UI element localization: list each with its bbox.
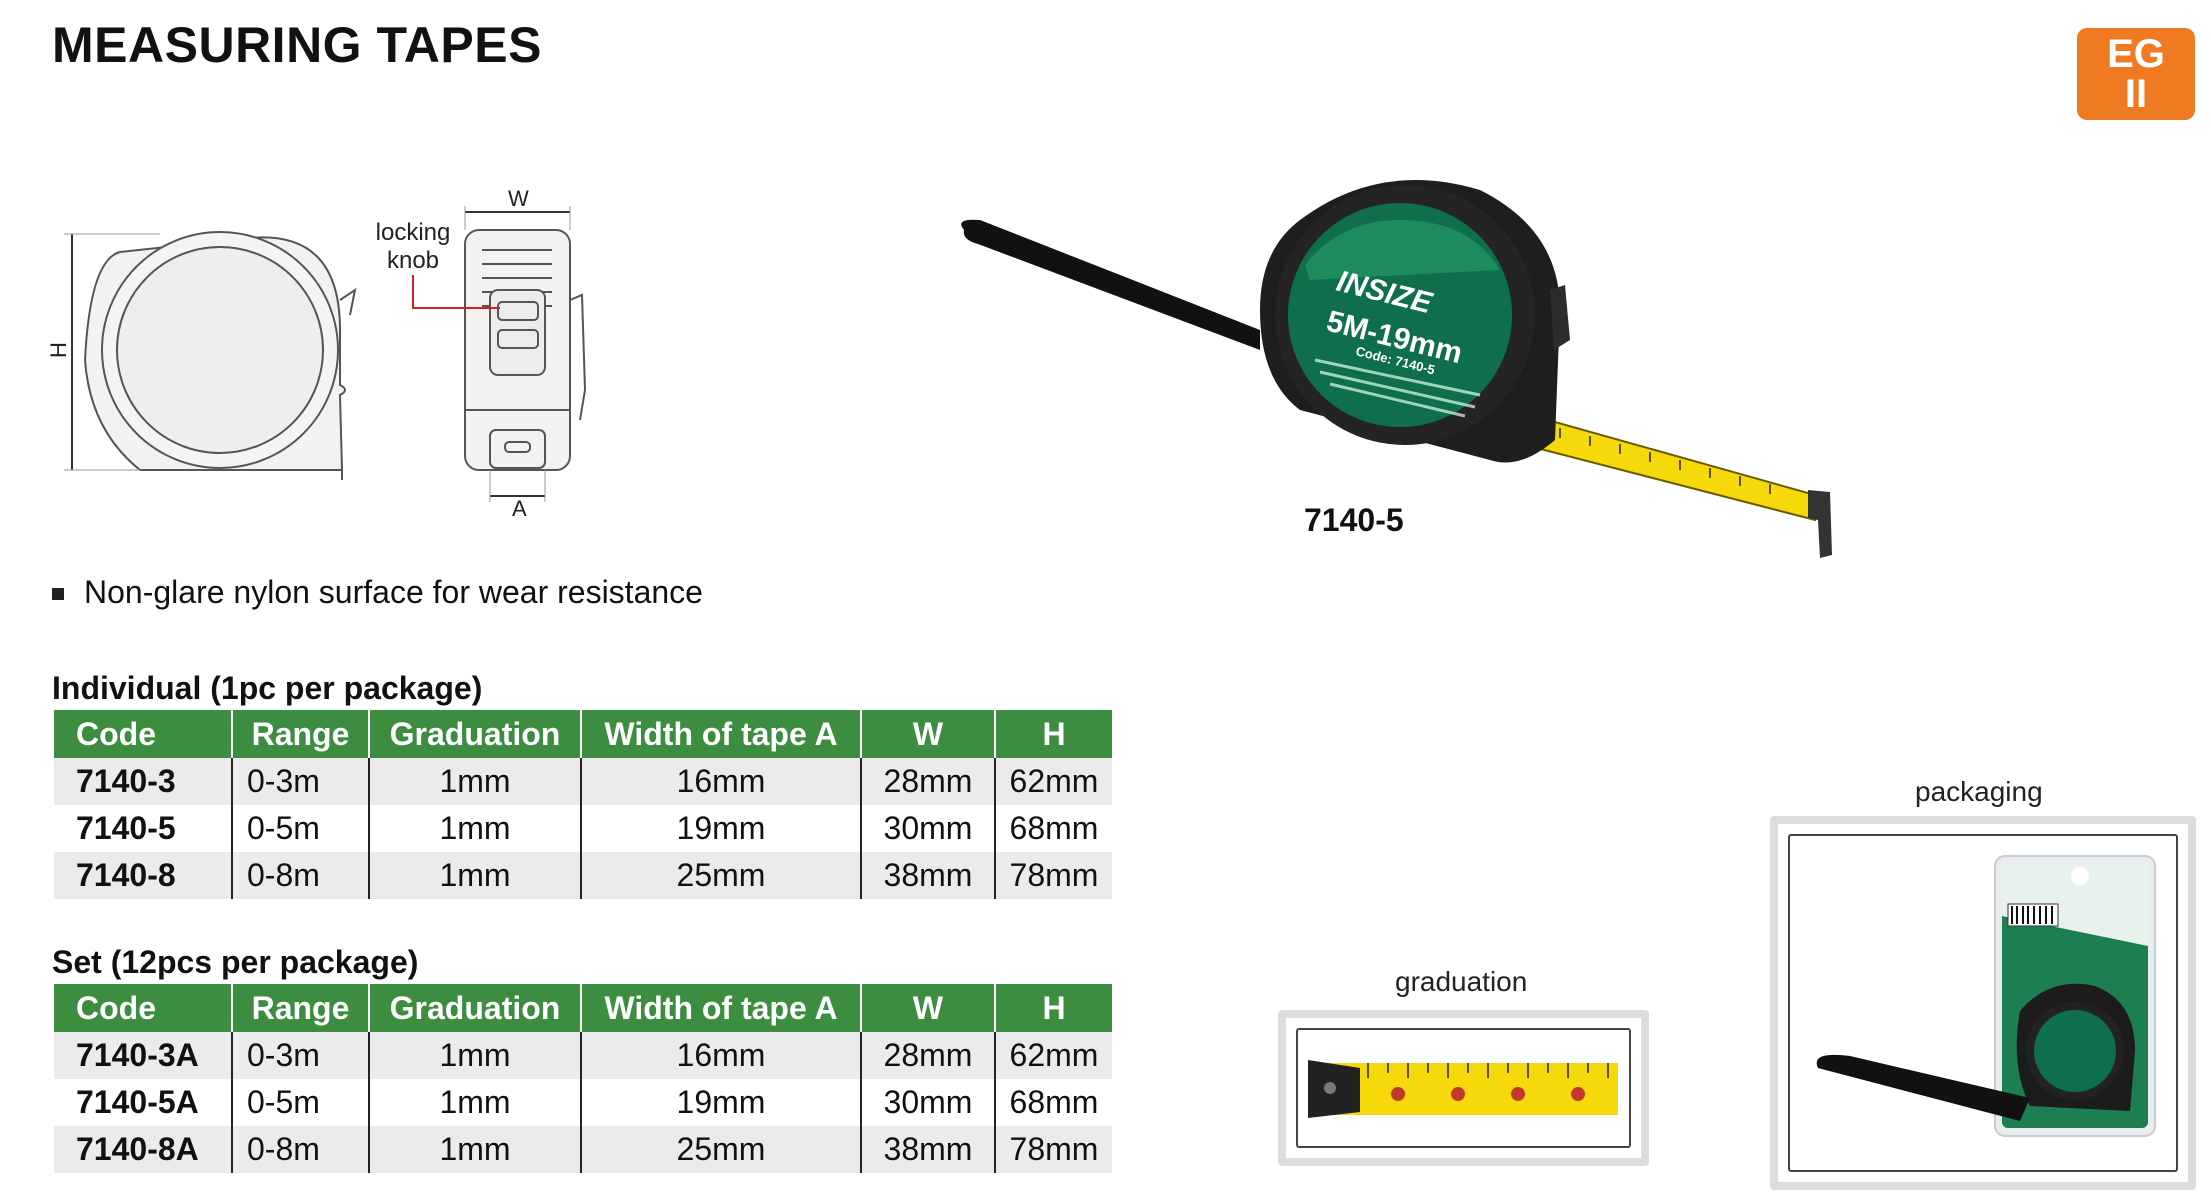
cell-code: 7140-3A (54, 1032, 232, 1079)
feature-text: Non-glare nylon surface for wear resista… (84, 574, 703, 610)
col-header-width-a: Width of tape A (580, 710, 861, 758)
set-spec-table: Code Range Graduation Width of tape A W … (54, 984, 1112, 1173)
cell-graduation: 1mm (368, 1126, 581, 1173)
graduation-panel (1278, 1010, 1649, 1166)
cell-w: 38mm (860, 852, 995, 899)
cell-code: 7140-5A (76, 1084, 199, 1120)
dim-a-label: A (512, 496, 527, 520)
cell-width-a: 25mm (580, 1126, 861, 1173)
table-header-row: Code Range Graduation Width of tape A W … (54, 710, 1112, 758)
table-header-row: Code Range Graduation Width of tape A W … (54, 984, 1112, 1032)
col-header-code: Code (54, 984, 232, 1032)
table-row: 7140-5 0-5m 1mm 19mm 30mm 68mm (54, 805, 1112, 852)
cell-w: 38mm (860, 1126, 995, 1173)
col-header-graduation: Graduation (368, 710, 581, 758)
cell-w: 30mm (860, 1079, 995, 1126)
table-row: 7140-8A 0-8m 1mm 25mm 38mm 78mm (54, 1126, 1112, 1173)
badge-line-1: EG (2107, 32, 2165, 76)
cell-graduation: 1mm (368, 758, 581, 805)
col-header-code: Code (54, 710, 232, 758)
badge-line-2: II (2124, 72, 2148, 116)
cell-width-a: 16mm (580, 758, 861, 805)
cell-range: 0-8m (231, 852, 369, 899)
dim-w-label: W (508, 186, 529, 211)
col-header-w: W (860, 984, 995, 1032)
col-header-w: W (860, 710, 995, 758)
col-header-range: Range (231, 984, 369, 1032)
cell-width-a: 25mm (580, 852, 861, 899)
table-row: 7140-5A 0-5m 1mm 19mm 30mm 68mm (54, 1079, 1112, 1126)
individual-spec-table: Code Range Graduation Width of tape A W … (54, 710, 1112, 899)
cell-graduation: 1mm (368, 852, 581, 899)
set-table-title: Set (12pcs per package) (52, 944, 419, 980)
table-row: 7140-3A 0-3m 1mm 16mm 28mm 62mm (54, 1032, 1112, 1079)
dim-h-label: H (50, 342, 71, 358)
product-image: INSIZE 5M-19mm Code: 7140-5 (961, 180, 1832, 558)
cell-range: 0-3m (231, 758, 369, 805)
dimension-diagram: W H A locking knob (50, 186, 587, 520)
col-header-width-a: Width of tape A (580, 984, 861, 1032)
cell-h: 62mm (994, 758, 1112, 805)
cell-code: 7140-5 (76, 810, 176, 846)
bullet-square-icon (52, 587, 64, 600)
graduation-tape-image (1308, 1060, 1618, 1118)
feature-bullet: Non-glare nylon surface for wear resista… (52, 574, 703, 611)
product-model-label: 7140-5 (1304, 502, 1404, 538)
cell-code: 7140-3 (54, 758, 232, 805)
cell-code: 7140-8 (54, 852, 232, 899)
cell-graduation: 1mm (368, 1032, 581, 1079)
cell-h: 68mm (994, 1079, 1112, 1126)
locking-knob-label-2: knob (387, 247, 439, 274)
cell-range: 0-5m (231, 805, 369, 852)
col-header-h: H (994, 710, 1112, 758)
packaging-caption: packaging (1915, 776, 2043, 807)
cell-h: 62mm (994, 1032, 1112, 1079)
cell-w: 30mm (860, 805, 995, 852)
packaging-image (1816, 855, 2156, 1137)
individual-table-title: Individual (1pc per package) (52, 670, 483, 706)
page-title: MEASURING TAPES (52, 17, 542, 73)
cell-range: 0-5m (231, 1079, 369, 1126)
table-row: 7140-8 0-8m 1mm 25mm 38mm 78mm (54, 852, 1112, 899)
cell-width-a: 19mm (580, 1079, 861, 1126)
cell-w: 28mm (860, 758, 995, 805)
category-badge: EG II (2077, 28, 2195, 120)
cell-code: 7140-8A (54, 1126, 232, 1173)
cell-width-a: 19mm (580, 805, 861, 852)
col-header-graduation: Graduation (368, 984, 581, 1032)
cell-h: 78mm (994, 852, 1112, 899)
locking-knob-label-1: locking (376, 219, 451, 246)
cell-range: 0-3m (231, 1032, 369, 1079)
cell-width-a: 16mm (580, 1032, 861, 1079)
cell-graduation: 1mm (368, 1079, 581, 1126)
cell-graduation: 1mm (368, 805, 581, 852)
col-header-range: Range (231, 710, 369, 758)
graduation-caption: graduation (1395, 966, 1528, 997)
packaging-panel (1770, 816, 2196, 1190)
cell-range: 0-8m (231, 1126, 369, 1173)
cell-w: 28mm (860, 1032, 995, 1079)
cell-h: 78mm (994, 1126, 1112, 1173)
cell-h: 68mm (994, 805, 1112, 852)
col-header-h: H (994, 984, 1112, 1032)
table-row: 7140-3 0-3m 1mm 16mm 28mm 62mm (54, 758, 1112, 805)
